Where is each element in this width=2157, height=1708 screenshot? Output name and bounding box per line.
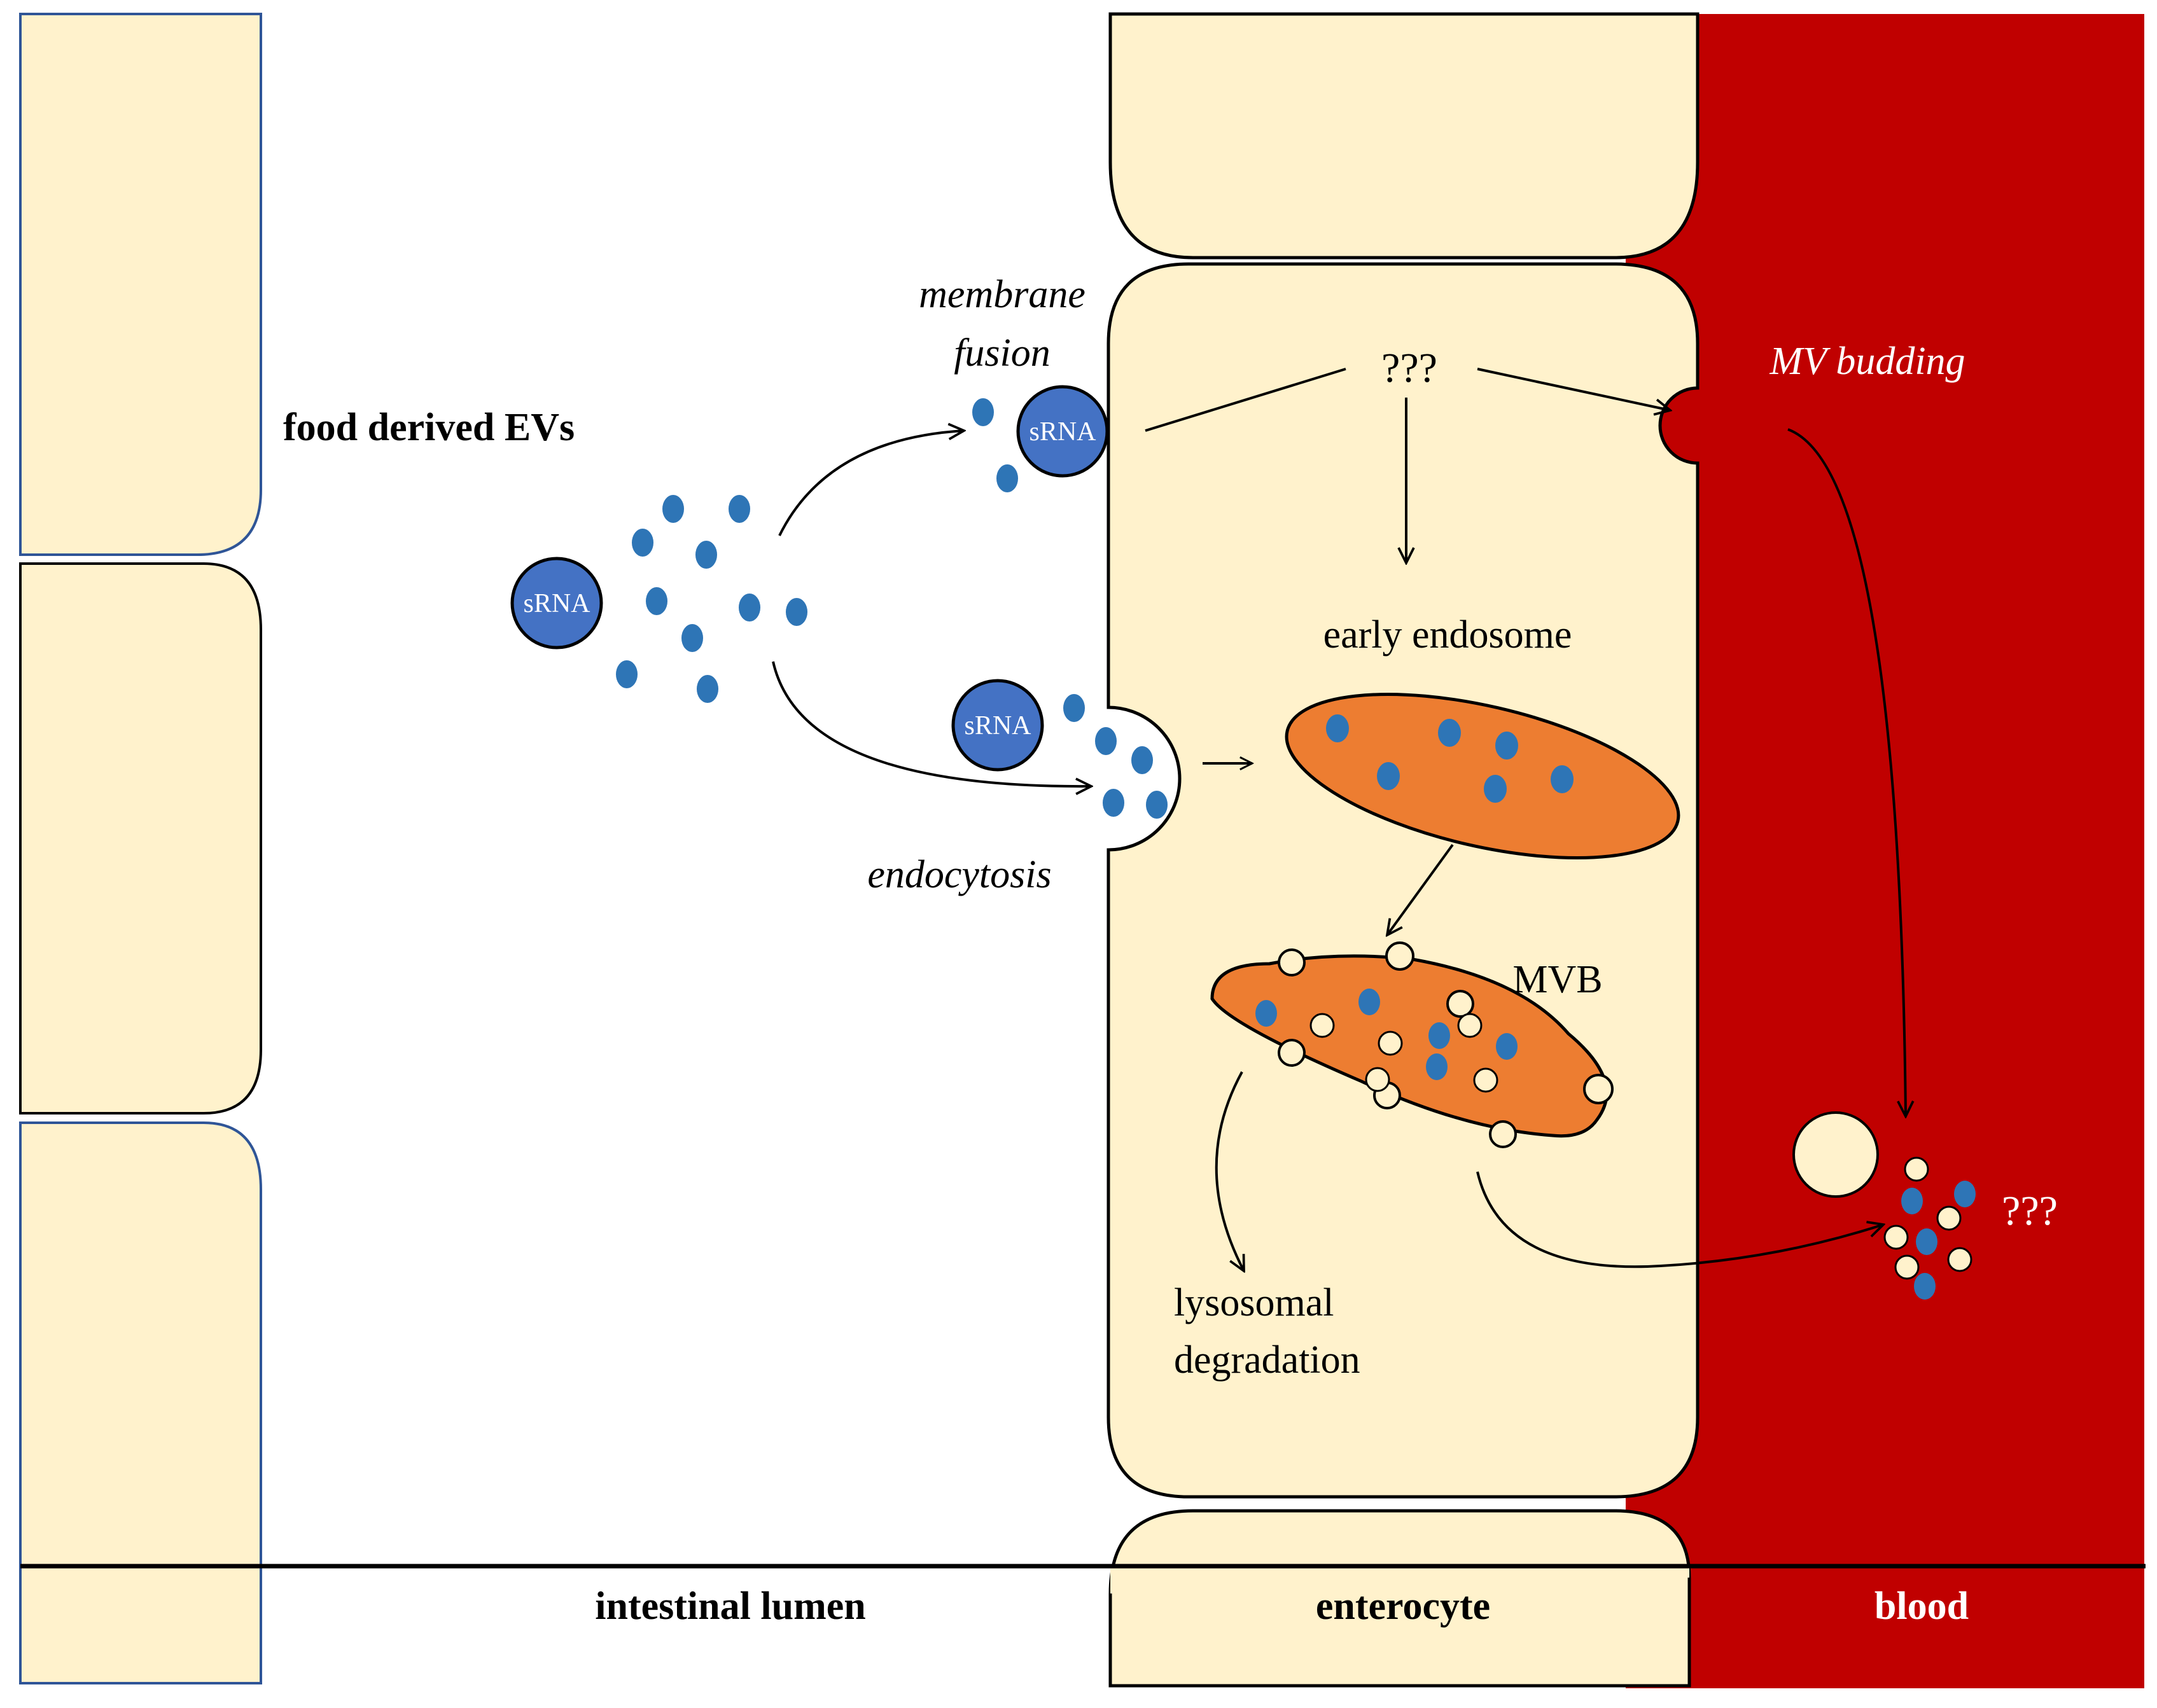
blood-vesicles <box>1792 1111 1976 1300</box>
arrow-unknown-to-mv <box>1477 368 1670 410</box>
line-fusion-to-unknown <box>1145 368 1346 432</box>
mvb-label: MVB <box>1512 958 1602 1001</box>
srna-label: sRNA <box>523 589 590 618</box>
mvb <box>1210 941 1614 1148</box>
srna-label: sRNA <box>964 711 1031 740</box>
membrane-fusion-label-1: membrane <box>919 273 1085 316</box>
released-srna-dots <box>616 495 807 703</box>
arrow-mv-to-blood <box>1787 428 1906 1116</box>
arrow-mvb-to-lysosome <box>1215 1071 1244 1271</box>
lumen-cell-top <box>19 13 262 556</box>
lumen-cell-bottom <box>19 1121 262 1684</box>
arrow-to-endocytosis <box>772 661 1091 786</box>
early-endosome-label: early endosome <box>1323 613 1572 656</box>
arrow-mvb-to-blood <box>1476 1171 1883 1268</box>
membrane-fusion-label-2: fusion <box>954 331 1051 375</box>
lumen-cell-middle <box>19 562 262 1114</box>
lysosomal-label-2: degradation <box>1174 1338 1360 1382</box>
arrow-to-fusion <box>778 431 964 536</box>
footer-lumen-label: intestinal lumen <box>595 1585 865 1628</box>
mv-budding-label: MV budding <box>1769 340 1965 383</box>
early-endosome <box>1285 693 1680 859</box>
enterocyte-main-cell <box>1106 262 1700 1499</box>
unknown-pathway-label: ??? <box>1381 345 1437 391</box>
blood-region <box>1626 14 2144 1688</box>
endocytosis-label: endocytosis <box>867 853 1051 896</box>
srna-label: sRNA <box>1029 417 1096 447</box>
blood-unknown-label: ??? <box>2002 1188 2058 1234</box>
food-evs-label: food derived EVs <box>283 406 575 449</box>
arrow-endosome-to-mvb <box>1387 844 1454 935</box>
food-ev: sRNA <box>510 557 603 649</box>
enterocyte-footer-block <box>1110 1566 1689 1686</box>
footer-blood-label: blood <box>1874 1585 1969 1628</box>
fusion-ev: sRNA <box>972 385 1109 492</box>
footer-enterocyte-label: enterocyte <box>1316 1585 1490 1628</box>
lysosomal-label-1: lysosomal <box>1174 1281 1334 1324</box>
enterocyte-top-cell <box>1108 12 1700 260</box>
endocytosis-ev: sRNA <box>951 679 1168 819</box>
